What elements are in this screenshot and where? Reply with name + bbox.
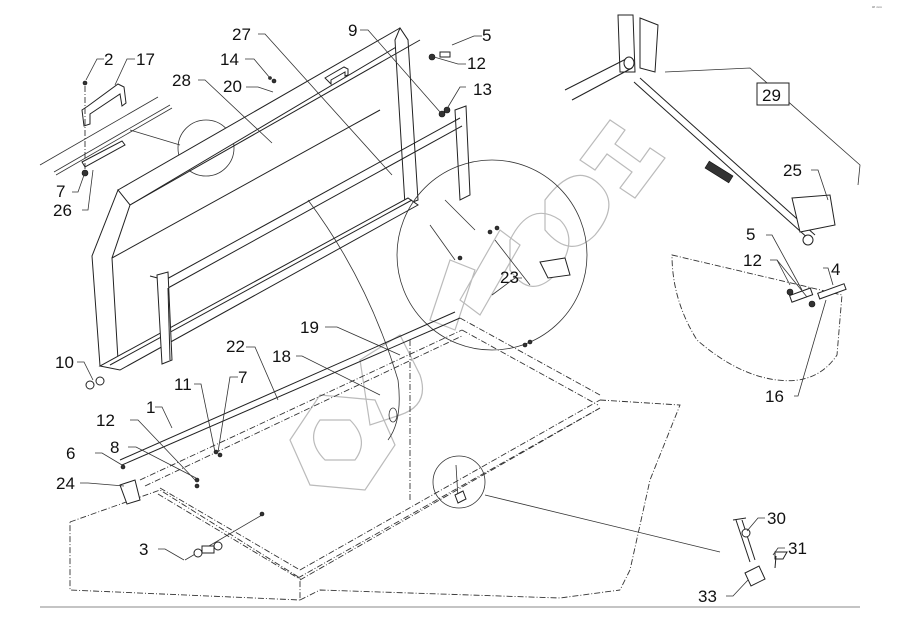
watermark-letter-z [509, 212, 570, 287]
callout-20: 20 [223, 77, 242, 96]
lid-right-side [394, 26, 419, 206]
bolt-part-5b [788, 287, 814, 303]
callout-12-right: 12 [743, 251, 762, 270]
callout-27: 27 [232, 25, 251, 44]
box-body [69, 311, 721, 601]
side-panel [671, 254, 843, 382]
watermark-letter-n [579, 119, 666, 199]
callout-11: 11 [174, 375, 192, 394]
callout-1: 1 [146, 398, 155, 417]
lid-assembly [85, 26, 471, 390]
watermark-hex-logo [289, 394, 396, 491]
callout-4: 4 [831, 260, 840, 279]
nut-part-13b [443, 106, 451, 114]
hinge-bracket-right [454, 105, 471, 201]
watermark-letter-i [429, 229, 521, 331]
lid-left-side [91, 189, 131, 367]
lid-handle [324, 66, 349, 86]
bolt-part-3 [201, 545, 215, 554]
bolt-part-4 [817, 283, 847, 300]
cable-loop [388, 407, 398, 423]
nut-part-7 [81, 169, 89, 177]
callout-29: 29 [762, 86, 781, 105]
watermark-letter-o [544, 174, 610, 247]
washer-part-10a [85, 380, 95, 390]
nut-part-12b1 [786, 288, 794, 296]
callout-30: 30 [767, 509, 786, 528]
nut-part-12c [194, 483, 200, 489]
latch-part-25 [791, 194, 836, 233]
callout-23: 23 [500, 268, 519, 287]
callout-5-right: 5 [746, 225, 755, 244]
callout-13: 13 [473, 80, 492, 99]
bracket-part-33 [744, 565, 766, 587]
mount-bracket [639, 17, 659, 73]
callout-7-top: 7 [56, 182, 65, 201]
hinge-bracket-part-24 [119, 479, 141, 505]
leader-lines [72, 29, 834, 597]
callouts: 2 17 28 27 14 20 9 5 12 13 7 26 25 5 12 … [53, 21, 840, 606]
callout-19: 19 [300, 318, 319, 337]
callout-16: 16 [765, 387, 784, 406]
detail-circle-23 [396, 159, 588, 351]
pin-part-30 [741, 528, 751, 538]
callout-24: 24 [56, 474, 75, 493]
watermark-logo-inner [313, 419, 362, 461]
watermark [289, 119, 666, 491]
washer-part-3a [193, 548, 203, 558]
washer-part-3b [213, 541, 223, 551]
callout-28: 28 [172, 71, 191, 90]
nut-part-13a [438, 110, 446, 118]
callout-33: 33 [698, 587, 717, 606]
callout-12-top: 12 [467, 54, 486, 73]
handle-part-17 [81, 83, 127, 127]
lever-assembly-29 [564, 14, 861, 382]
detail-circle-handle [177, 119, 235, 177]
latch-parts [732, 517, 788, 587]
callout-18: 18 [272, 347, 291, 366]
cable-part-19 [307, 199, 400, 441]
watermark-letter-b [359, 334, 424, 426]
callout-2: 2 [104, 50, 113, 69]
callout-17: 17 [136, 50, 155, 69]
callout-26: 26 [53, 201, 72, 220]
callout-9: 9 [348, 21, 357, 40]
callout-25: 25 [783, 161, 802, 180]
bracket-part-20 [271, 78, 277, 84]
detail-circle-latch [432, 455, 486, 509]
callout-12-left: 12 [96, 411, 115, 430]
clip-part-31 [774, 551, 788, 560]
handle-inset [39, 80, 235, 177]
screw-part-2 [82, 80, 88, 86]
bolt-part-5a [439, 51, 451, 58]
nut-part-12b2 [808, 300, 816, 308]
callout-10: 10 [55, 353, 74, 372]
strip-part-26 [81, 140, 126, 168]
callout-22: 22 [226, 337, 245, 356]
callout-5-top: 5 [482, 26, 491, 45]
assembly-label-box [756, 82, 790, 106]
nut-part-7b [217, 452, 223, 458]
washer-part-10b [95, 376, 105, 386]
callout-14: 14 [220, 50, 239, 69]
corner-mark: ᵃʳ ⁿⁿⁿ [872, 5, 882, 11]
screw-part-6 [120, 464, 126, 470]
callout-8: 8 [110, 438, 119, 457]
callout-6: 6 [66, 444, 75, 463]
callout-3: 3 [139, 540, 148, 559]
lid-top-edge [117, 27, 409, 206]
spring [704, 160, 734, 184]
latch-part-25-detail [539, 257, 571, 279]
callout-31: 31 [788, 539, 807, 558]
callout-7-mid: 7 [238, 368, 247, 387]
